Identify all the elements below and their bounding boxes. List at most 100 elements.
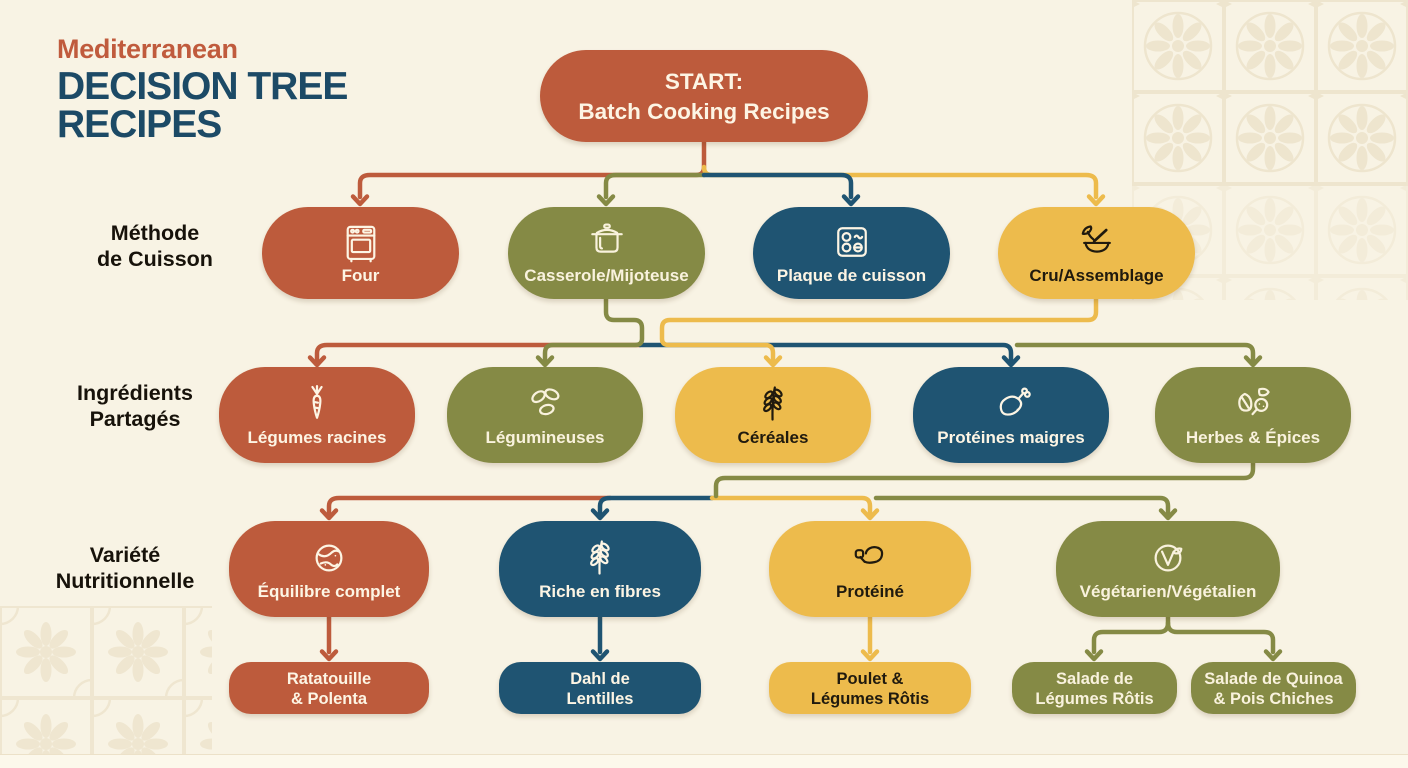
edge [603, 172, 707, 200]
node-label: Casserole/Mijoteuse [524, 265, 689, 285]
edge [701, 172, 854, 200]
arrowhead [535, 355, 555, 368]
node-salade-de-legumes-rotis: Salade de Légumes Rôtis [1012, 662, 1177, 714]
pot-icon [590, 223, 623, 253]
arrowhead [590, 649, 610, 662]
arrowhead [596, 194, 616, 207]
arrowhead [1086, 194, 1106, 207]
node-start: START: Batch Cooking Recipes [540, 50, 868, 142]
edge [637, 342, 1014, 364]
edges-start-blue [701, 172, 854, 200]
arrowhead [319, 508, 339, 521]
vegan-icon [1154, 544, 1183, 572]
node-equilibre-complet: Équilibre complet [229, 521, 429, 617]
wheat-icon [763, 386, 783, 421]
page-title: DECISION TREE RECIPES [57, 65, 348, 147]
row-label-nutritional-variety: Variété Nutritionnelle [55, 543, 195, 594]
edge [873, 495, 1171, 517]
node-dahl-de-lentilles: Dahl de Lentilles [499, 662, 701, 714]
node-four: Four [262, 207, 459, 299]
arrowhead [1263, 649, 1283, 662]
edge [326, 495, 613, 517]
node-label: Protéiné [835, 581, 905, 601]
edges-methods-to-ingredients [307, 296, 1263, 368]
edge [1165, 620, 1276, 655]
herbs-icon [1238, 387, 1270, 415]
oven-icon [346, 225, 375, 262]
node-label: Équilibre complet [257, 581, 401, 601]
node-label: Herbes & Épices [1185, 427, 1321, 447]
arrowhead [319, 649, 339, 662]
node-legumes-racines: Légumes racines [219, 367, 415, 463]
carrot-icon [311, 384, 323, 419]
arrowhead [841, 194, 861, 207]
node-label: Légumineuses [485, 427, 605, 447]
cooktop-icon [836, 226, 867, 257]
node-label: Poulet & Légumes Rôtis [810, 669, 930, 708]
node-legumineuses: Légumineuses [447, 367, 643, 463]
node-label: Protéines maigres [937, 427, 1085, 447]
edge [1091, 614, 1171, 655]
arrowhead [1158, 508, 1178, 521]
arrowhead [350, 194, 370, 207]
edge [713, 460, 1256, 499]
node-cereales: Céréales [675, 367, 871, 463]
chicken-icon [999, 387, 1031, 416]
node-label: Riche en fibres [539, 581, 661, 601]
arrowhead [1001, 355, 1021, 368]
edge [709, 495, 873, 517]
arrowhead [860, 649, 880, 662]
muscle-icon [854, 545, 884, 564]
node-proteine: Protéiné [769, 521, 971, 617]
node-label: Céréales [737, 427, 809, 447]
balanced-plate-icon [315, 544, 343, 572]
node-label: Légumes racines [247, 427, 387, 447]
node-ratatouille-polenta: Ratatouille & Polenta [229, 662, 429, 714]
edges-start-olive [603, 172, 707, 200]
edges-variety-to-recipes [319, 614, 1283, 662]
row-label-shared-ingredients: Ingrédients Partagés [77, 381, 193, 432]
arrowheads-level-1 [350, 194, 1106, 207]
tile-pattern-top-right [1132, 0, 1408, 300]
arrowhead [763, 355, 783, 368]
node-plaque-de-cuisson: Plaque de cuisson [753, 207, 950, 299]
row-label-cooking-method: Méthode de Cuisson [97, 221, 213, 272]
node-label: Végétarien/Végétalien [1079, 581, 1257, 601]
node-label: Salade de Légumes Rôtis [1035, 669, 1154, 708]
edge [659, 296, 1099, 364]
edge [1014, 342, 1256, 364]
node-label: Dahl de Lentilles [566, 669, 634, 708]
node-label: Ratatouille & Polenta [286, 669, 372, 708]
node-casserole-mijoteuse: Casserole/Mijoteuse [508, 207, 705, 299]
node-label: Plaque de cuisson [776, 265, 927, 285]
tile-pattern-bottom-left [0, 606, 212, 768]
edge [701, 164, 1099, 200]
node-label: START: Batch Cooking Recipes [578, 68, 830, 124]
arrowhead [307, 355, 327, 368]
node-label: Salade de Quinoa & Pois Chiches [1204, 669, 1343, 708]
edge [314, 342, 643, 364]
edges-start-terracotta [357, 139, 707, 200]
node-salade-de-quinoa-pois-chiches: Salade de Quinoa & Pois Chiches [1191, 662, 1356, 714]
beans-icon [531, 387, 560, 415]
mortar-icon [1081, 224, 1111, 253]
node-vegetarien-vegetalien: Végétarien/Végétalien [1056, 521, 1280, 617]
edge [357, 139, 707, 200]
arrowhead [1243, 355, 1263, 368]
title-block: Mediterranean DECISION TREE RECIPES [57, 34, 348, 147]
node-label: Cru/Assemblage [1029, 265, 1164, 285]
fiber-wheat-icon [590, 540, 610, 575]
arrowhead [1084, 649, 1104, 662]
node-cru-assemblage: Cru/Assemblage [998, 207, 1195, 299]
node-herbes-epices: Herbes & Épices [1155, 367, 1351, 463]
node-label: Four [341, 265, 380, 285]
edges-ingredients-to-variety [319, 460, 1256, 521]
node-poulet-legumes-rotis: Poulet & Légumes Rôtis [769, 662, 971, 714]
arrowhead [860, 508, 880, 521]
arrowhead [590, 508, 610, 521]
title-kicker: Mediterranean [57, 34, 238, 64]
edge [542, 296, 645, 364]
node-riche-en-fibres: Riche en fibres [499, 521, 701, 617]
